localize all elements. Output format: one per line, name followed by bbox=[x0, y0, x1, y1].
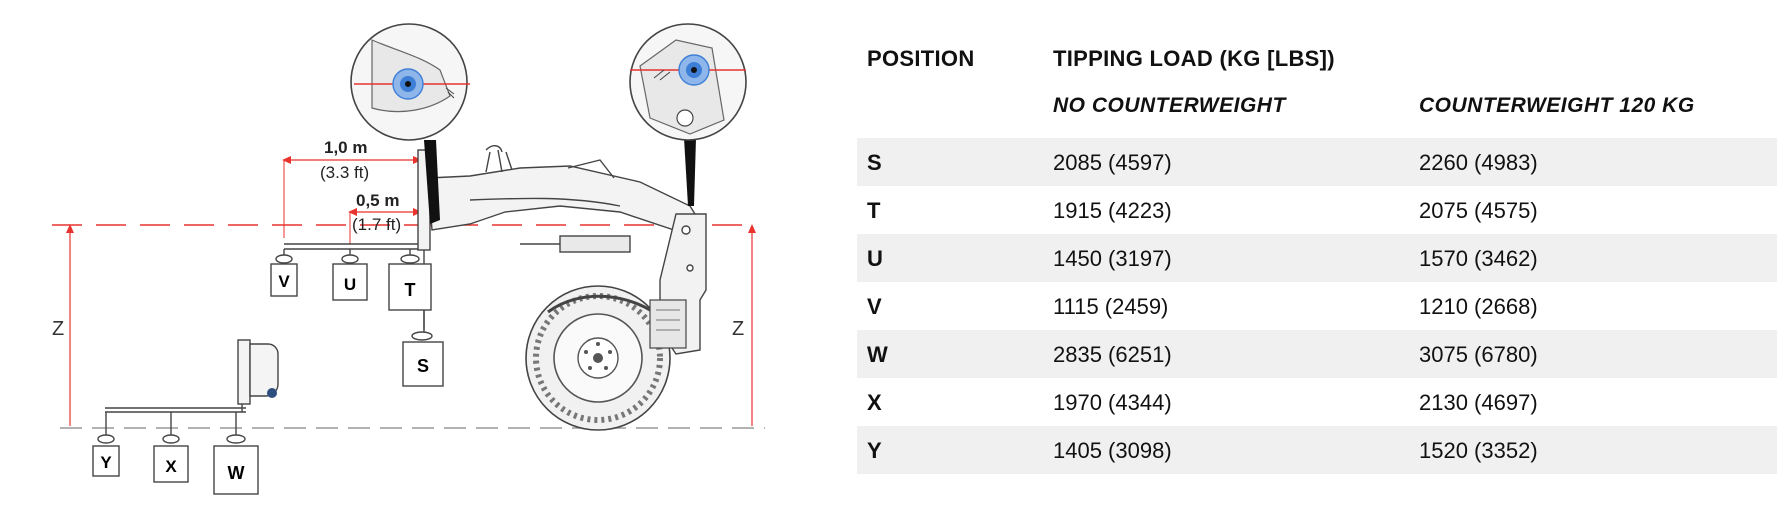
dimension-05m: 0,5 m (1.7 ft) bbox=[348, 191, 422, 244]
lower-fork-carriage bbox=[105, 339, 279, 413]
table-row: U 1450 (3197) 1570 (3462) bbox=[857, 234, 1777, 282]
z-label-left: Z bbox=[52, 318, 64, 340]
subheader-no-counterweight: NO COUNTERWEIGHT bbox=[1053, 94, 1286, 117]
z-dimension-left: Z bbox=[52, 224, 74, 426]
dim-05m-imperial: (1.7 ft) bbox=[352, 215, 401, 234]
cell-position: T bbox=[867, 198, 881, 223]
z-dimension-right: Z bbox=[732, 224, 756, 426]
table-body: S 2085 (4597) 2260 (4983) T 1915 (4223) 2075 … bbox=[857, 138, 1777, 474]
table-subheader-row: NO COUNTERWEIGHT COUNTERWEIGHT 120 KG bbox=[857, 78, 1777, 138]
cell-position: W bbox=[867, 342, 888, 367]
cell-position: X bbox=[867, 390, 882, 415]
table-header-row: POSITION TIPPING LOAD (KG [LBS]) bbox=[857, 20, 1777, 78]
cell-no-counterweight: 1405 (3098) bbox=[1053, 438, 1172, 463]
svg-text:V: V bbox=[278, 272, 290, 291]
weight-w: W bbox=[213, 412, 259, 495]
cell-counterweight: 2075 (4575) bbox=[1419, 198, 1538, 223]
dim-05m-metric: 0,5 m bbox=[356, 191, 399, 210]
header-position: POSITION bbox=[867, 46, 975, 71]
svg-text:T: T bbox=[405, 280, 416, 300]
cell-counterweight: 1520 (3352) bbox=[1419, 438, 1538, 463]
detail-callout-left bbox=[350, 23, 470, 224]
cell-position: S bbox=[867, 150, 882, 175]
table-row: Y 1405 (3098) 1520 (3352) bbox=[857, 426, 1777, 474]
cell-no-counterweight: 1915 (4223) bbox=[1053, 198, 1172, 223]
loader-arm bbox=[427, 145, 702, 253]
table-row: S 2085 (4597) 2260 (4983) bbox=[857, 138, 1777, 186]
table-row: V 1115 (2459) 1210 (2668) bbox=[857, 282, 1777, 330]
cell-position: U bbox=[867, 246, 883, 271]
svg-text:Y: Y bbox=[100, 453, 112, 472]
cell-counterweight: 3075 (6780) bbox=[1419, 342, 1538, 367]
svg-text:W: W bbox=[228, 463, 245, 483]
cell-no-counterweight: 2085 (4597) bbox=[1053, 150, 1172, 175]
tipping-load-diagram: Z Z 1,0 m (3.3 ft) 0,5 m (1.7 ft) V bbox=[52, 23, 765, 495]
cell-no-counterweight: 1450 (3197) bbox=[1053, 246, 1172, 271]
svg-text:U: U bbox=[344, 275, 356, 294]
weight-u: U bbox=[332, 249, 368, 301]
weight-y: Y bbox=[92, 412, 120, 477]
z-label-right: Z bbox=[732, 318, 744, 340]
table-row: T 1915 (4223) 2075 (4575) bbox=[857, 186, 1777, 234]
table-row: W 2835 (6251) 3075 (6780) bbox=[857, 330, 1777, 378]
weight-t: T bbox=[388, 249, 432, 311]
weight-x: X bbox=[153, 412, 189, 483]
dimension-1m: 1,0 m (3.3 ft) bbox=[282, 138, 422, 238]
detail-callout-right bbox=[629, 23, 747, 206]
dim-1m-imperial: (3.3 ft) bbox=[320, 163, 369, 182]
tipping-load-table: POSITION TIPPING LOAD (KG [LBS]) NO COUN… bbox=[857, 20, 1777, 474]
cell-counterweight: 1570 (3462) bbox=[1419, 246, 1538, 271]
svg-text:S: S bbox=[417, 356, 429, 376]
cell-counterweight: 2130 (4697) bbox=[1419, 390, 1538, 415]
cell-counterweight: 2260 (4983) bbox=[1419, 150, 1538, 175]
cell-counterweight: 1210 (2668) bbox=[1419, 294, 1538, 319]
tractor-wheel bbox=[525, 285, 687, 431]
cell-no-counterweight: 2835 (6251) bbox=[1053, 342, 1172, 367]
header-tipping-load: TIPPING LOAD (KG [LBS]) bbox=[1053, 46, 1335, 71]
cell-no-counterweight: 1115 (2459) bbox=[1053, 294, 1169, 319]
svg-text:X: X bbox=[165, 457, 177, 476]
weight-s: S bbox=[402, 310, 444, 387]
cell-position: Y bbox=[867, 438, 882, 463]
table-row: X 1970 (4344) 2130 (4697) bbox=[857, 378, 1777, 426]
dim-1m-metric: 1,0 m bbox=[324, 138, 367, 157]
cell-no-counterweight: 1970 (4344) bbox=[1053, 390, 1172, 415]
cell-position: V bbox=[867, 294, 882, 319]
weight-v: V bbox=[270, 249, 298, 297]
subheader-counterweight: COUNTERWEIGHT 120 KG bbox=[1419, 94, 1695, 117]
